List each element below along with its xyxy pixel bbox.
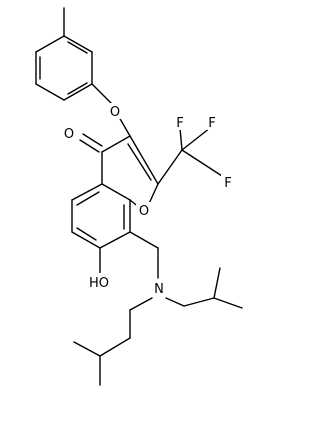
ether-bond bbox=[91, 83, 113, 105]
benzo-bond bbox=[71, 183, 103, 201]
methylene-bond bbox=[129, 231, 159, 249]
benzo-bond bbox=[71, 231, 101, 249]
benzo-double-bond bbox=[76, 227, 97, 241]
carbonyl-bond bbox=[82, 133, 103, 147]
isobutyl-bond bbox=[213, 267, 221, 299]
isobutyl-bond bbox=[183, 297, 215, 307]
bonds bbox=[35, 7, 243, 386]
ring-bond bbox=[129, 135, 159, 185]
benzo-bond bbox=[99, 231, 131, 249]
carbonyl-oxygen-text: O bbox=[64, 127, 74, 142]
ring-bond bbox=[101, 183, 131, 201]
isobutyl-bond bbox=[129, 297, 153, 311]
aryl-double-bond bbox=[67, 41, 88, 54]
hydroxyl-label: HO bbox=[86, 273, 114, 291]
cf3-bond bbox=[181, 127, 211, 151]
ether-bond bbox=[118, 116, 131, 137]
chemical-structure: O O O F F F HO N bbox=[35, 7, 243, 386]
cf3-bond bbox=[179, 127, 183, 151]
ring-bond bbox=[101, 135, 131, 153]
benzo-double-bond bbox=[76, 191, 100, 206]
cf3-bond bbox=[181, 149, 223, 177]
aryl-bond bbox=[35, 83, 65, 101]
ether-oxygen-text: O bbox=[110, 105, 120, 120]
aryl-bond bbox=[35, 35, 65, 53]
carbonyl-oxygen-label: O bbox=[61, 125, 77, 142]
fluorine-right-text: F bbox=[224, 176, 231, 191]
amine-nitrogen-label: N bbox=[151, 279, 167, 297]
cf3-bond bbox=[157, 149, 183, 185]
ether-oxygen-label: O bbox=[107, 103, 123, 120]
ring-oxygen-text: O bbox=[139, 204, 149, 219]
isobutyl-bond bbox=[213, 297, 243, 309]
aryl-bond bbox=[63, 83, 93, 101]
isobutyl-bond bbox=[165, 297, 185, 307]
fluorine-top-left-label: F bbox=[173, 114, 187, 131]
isobutyl-bond bbox=[73, 341, 101, 357]
ring-double-bond bbox=[127, 143, 152, 181]
fluorine-top-left-text: F bbox=[176, 116, 183, 131]
ring-oxygen-label: O bbox=[136, 202, 152, 219]
fluorine-top-right-text: F bbox=[208, 116, 215, 131]
atom-labels: O O O F F F HO N bbox=[61, 103, 235, 297]
carbonyl-bond bbox=[79, 139, 100, 153]
aryl-double-bond bbox=[67, 82, 88, 95]
aryl-bond bbox=[63, 35, 93, 53]
fluorine-top-right-label: F bbox=[205, 114, 219, 131]
amine-nitrogen-text: N bbox=[154, 282, 164, 297]
hydroxyl-text: HO bbox=[89, 276, 109, 291]
fluorine-right-label: F bbox=[221, 174, 235, 191]
isobutyl-bond bbox=[99, 337, 131, 357]
